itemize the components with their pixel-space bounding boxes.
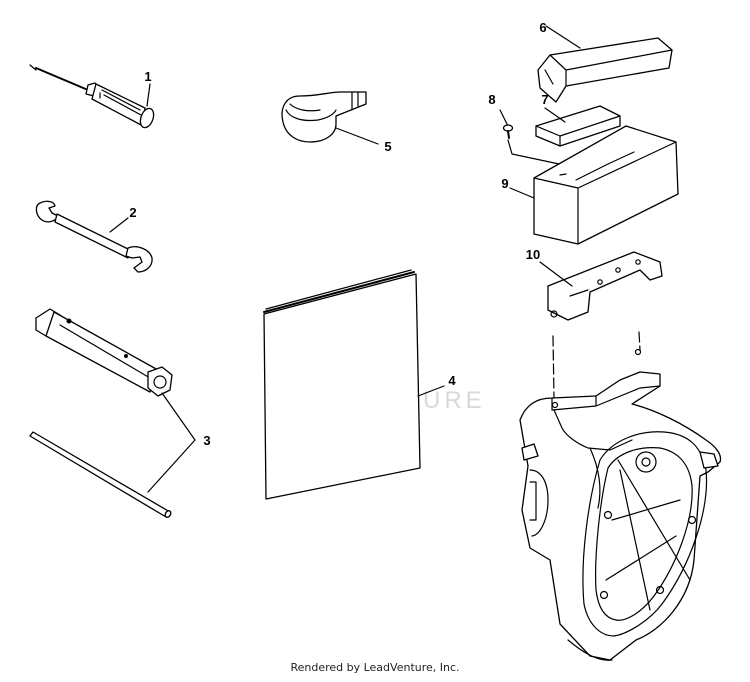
housing-icon	[519, 348, 722, 661]
leader-2	[109, 217, 129, 233]
strap-icon	[281, 91, 367, 143]
callout-4: 4	[448, 373, 456, 388]
callout-2: 2	[129, 205, 136, 220]
tool-bar-icon	[29, 431, 172, 518]
leader-6	[545, 25, 581, 49]
wrench-icon	[35, 200, 153, 273]
leader-8b	[507, 139, 579, 169]
pad-icon	[535, 105, 621, 147]
manual-icon	[263, 269, 421, 500]
alignment-line-2	[638, 331, 641, 351]
box-wrench-icon	[35, 308, 173, 397]
callout-3: 3	[203, 433, 210, 448]
leader-9	[509, 187, 535, 199]
leader-7	[544, 107, 566, 123]
bracket-icon	[547, 251, 663, 321]
callout-10: 10	[526, 247, 540, 262]
callout-7: 7	[541, 92, 548, 107]
callout-8: 8	[488, 92, 495, 107]
callout-5: 5	[384, 139, 391, 154]
footer-container: Rendered by LeadVenture, Inc.	[290, 661, 460, 674]
callout-6: 6	[539, 20, 546, 35]
callout-9: 9	[501, 176, 508, 191]
leader-1	[146, 83, 151, 107]
leader-8	[499, 109, 508, 125]
leader-3	[147, 392, 196, 493]
callout-1: 1	[144, 69, 151, 84]
screw-icon	[502, 124, 514, 139]
leader-5	[335, 127, 379, 145]
lid-icon	[537, 37, 673, 103]
box-icon	[533, 125, 679, 245]
footer-text: Rendered by LeadVenture, Inc.	[290, 661, 460, 674]
screwdriver-icon	[29, 64, 155, 129]
alignment-line-1	[552, 335, 555, 399]
leader-4	[417, 385, 445, 397]
leader-10	[539, 261, 573, 287]
